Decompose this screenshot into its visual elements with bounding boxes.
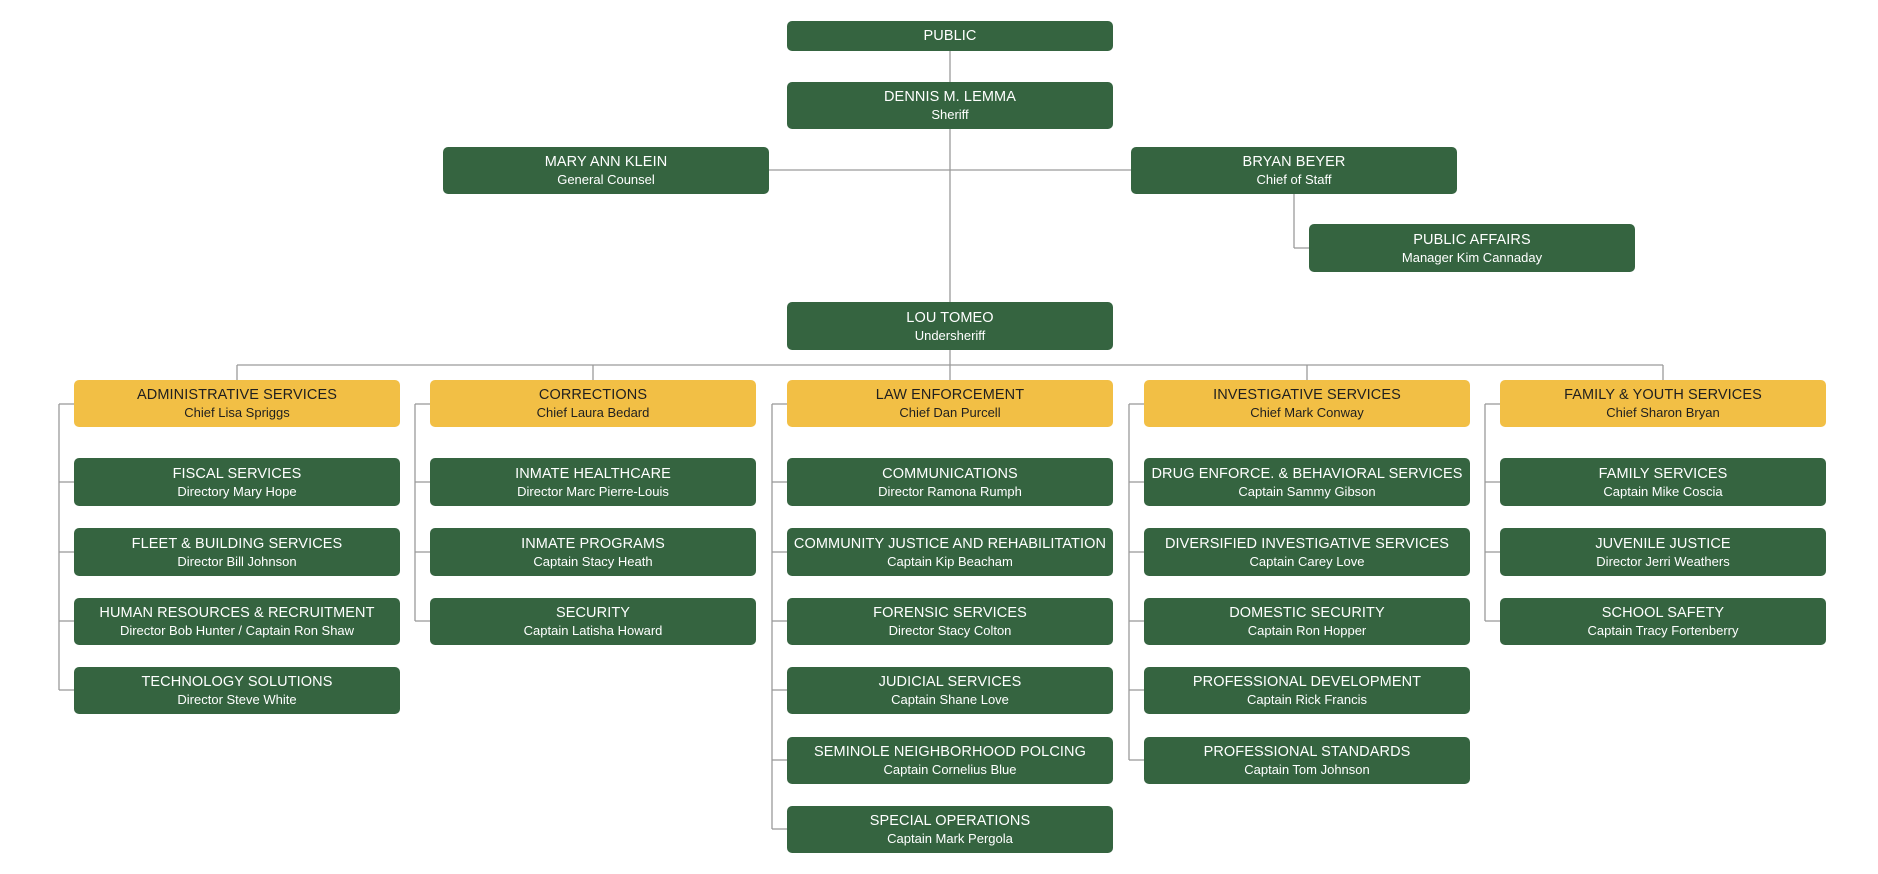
unit-box-drug-enforcement: DRUG ENFORCE. & BEHAVIORAL SERVICES Capt… [1144, 458, 1470, 506]
unit-name: INMATE HEALTHCARE [515, 465, 671, 482]
unit-box-juvenile-justice: JUVENILE JUSTICE Director Jerri Weathers [1500, 528, 1826, 576]
unit-head: Director Bob Hunter / Captain Ron Shaw [119, 623, 355, 638]
unit-head: Captain Tracy Fortenberry [1587, 623, 1739, 638]
unit-head: Captain Sammy Gibson [1238, 483, 1376, 499]
division-name: LAW ENFORCEMENT [875, 387, 1025, 403]
unit-name: DIVERSIFIED INVESTIGATIVE SERVICES [1164, 535, 1450, 552]
division-box-investigative-services: INVESTIGATIVE SERVICES Chief Mark Conway [1144, 380, 1470, 427]
unit-name: FAMILY SERVICES [1598, 465, 1728, 482]
division-chief: Chief Dan Purcell [899, 405, 1001, 420]
unit-box-professional-development: PROFESSIONAL DEVELOPMENT Captain Rick Fr… [1144, 667, 1470, 714]
unit-box-community-justice: COMMUNITY JUSTICE AND REHABILITATION Cap… [787, 528, 1113, 576]
sheriff-name: DENNIS M. LEMMA [883, 89, 1016, 105]
unit-name: JUDICIAL SERVICES [878, 674, 1022, 690]
unit-name: HUMAN RESOURCES & RECRUITMENT [99, 605, 375, 621]
unit-head: Captain Tom Johnson [1244, 762, 1370, 777]
public-affairs-box: PUBLIC AFFAIRS Manager Kim Cannaday [1309, 224, 1635, 272]
unit-head: Captain Carey Love [1249, 553, 1365, 569]
unit-name: FLEET & BUILDING SERVICES [131, 535, 343, 552]
division-name: FAMILY & YOUTH SERVICES [1564, 387, 1762, 403]
unit-head: Director Marc Pierre-Louis [517, 483, 669, 499]
unit-head: Director Bill Johnson [177, 553, 297, 569]
unit-head: Director Steve White [177, 692, 297, 707]
unit-box-diversified-investigative: DIVERSIFIED INVESTIGATIVE SERVICES Capta… [1144, 528, 1470, 576]
unit-box-school-safety: SCHOOL SAFETY Captain Tracy Fortenberry [1500, 598, 1826, 645]
unit-name: COMMUNITY JUSTICE AND REHABILITATION [793, 535, 1107, 552]
public-affairs-name: PUBLIC AFFAIRS [1413, 231, 1531, 248]
unit-box-judicial-services: JUDICIAL SERVICES Captain Shane Love [787, 667, 1113, 714]
unit-box-human-resources: HUMAN RESOURCES & RECRUITMENT Director B… [74, 598, 400, 645]
sheriff-title: Sheriff [931, 107, 969, 122]
division-chief: Chief Laura Bedard [536, 405, 650, 420]
unit-head: Director Jerri Weathers [1596, 553, 1730, 569]
division-chief: Chief Lisa Spriggs [184, 405, 290, 420]
unit-name: TECHNOLOGY SOLUTIONS [141, 674, 333, 690]
unit-name: FORENSIC SERVICES [873, 605, 1027, 621]
division-chief: Chief Sharon Bryan [1606, 405, 1720, 420]
unit-box-security: SECURITY Captain Latisha Howard [430, 598, 756, 645]
unit-head: Director Stacy Colton [888, 623, 1012, 638]
chief-of-staff-box: BRYAN BEYER Chief of Staff [1131, 147, 1457, 194]
division-box-law-enforcement: LAW ENFORCEMENT Chief Dan Purcell [787, 380, 1113, 427]
unit-head: Captain Mark Pergola [887, 831, 1013, 846]
chief-of-staff-name: BRYAN BEYER [1242, 154, 1346, 170]
general-counsel-box: MARY ANN KLEIN General Counsel [443, 147, 769, 194]
unit-head: Captain Latisha Howard [523, 623, 663, 638]
unit-name: SECURITY [555, 605, 631, 621]
unit-name: DOMESTIC SECURITY [1229, 605, 1385, 621]
unit-box-forensic-services: FORENSIC SERVICES Director Stacy Colton [787, 598, 1113, 645]
unit-head: Captain Shane Love [891, 692, 1009, 707]
unit-name: SEMINOLE NEIGHBORHOOD POLCING [814, 744, 1086, 760]
general-counsel-name: MARY ANN KLEIN [544, 154, 668, 170]
undersheriff-title: Undersheriff [914, 327, 986, 343]
division-name: INVESTIGATIVE SERVICES [1213, 387, 1401, 403]
unit-name: DRUG ENFORCE. & BEHAVIORAL SERVICES [1151, 465, 1463, 482]
unit-name: COMMUNICATIONS [882, 465, 1018, 482]
division-name: CORRECTIONS [538, 387, 648, 403]
unit-name: PROFESSIONAL STANDARDS [1203, 744, 1411, 760]
unit-name: SPECIAL OPERATIONS [869, 813, 1031, 829]
chief-of-staff-title: Chief of Staff [1256, 172, 1332, 187]
division-chief: Chief Mark Conway [1250, 405, 1364, 420]
unit-box-communications: COMMUNICATIONS Director Ramona Rumph [787, 458, 1113, 506]
general-counsel-title: General Counsel [557, 172, 655, 187]
public-affairs-manager: Manager Kim Cannaday [1401, 249, 1543, 265]
division-box-corrections: CORRECTIONS Chief Laura Bedard [430, 380, 756, 427]
undersheriff-box: LOU TOMEO Undersheriff [787, 302, 1113, 350]
sheriff-box: DENNIS M. LEMMA Sheriff [787, 82, 1113, 129]
unit-name: JUVENILE JUSTICE [1595, 535, 1731, 552]
unit-box-professional-standards: PROFESSIONAL STANDARDS Captain Tom Johns… [1144, 737, 1470, 784]
unit-head: Captain Cornelius Blue [883, 762, 1017, 777]
unit-box-domestic-security: DOMESTIC SECURITY Captain Ron Hopper [1144, 598, 1470, 645]
unit-box-seminole-neighborhood-policing: SEMINOLE NEIGHBORHOOD POLCING Captain Co… [787, 737, 1113, 784]
unit-head: Director Ramona Rumph [878, 483, 1022, 499]
unit-box-inmate-programs: INMATE PROGRAMS Captain Stacy Heath [430, 528, 756, 576]
unit-head: Captain Mike Coscia [1603, 483, 1723, 499]
division-box-administrative-services: ADMINISTRATIVE SERVICES Chief Lisa Sprig… [74, 380, 400, 427]
unit-name: SCHOOL SAFETY [1601, 605, 1725, 621]
unit-box-technology-solutions: TECHNOLOGY SOLUTIONS Director Steve Whit… [74, 667, 400, 714]
unit-box-family-services: FAMILY SERVICES Captain Mike Coscia [1500, 458, 1826, 506]
public-box: PUBLIC [787, 21, 1113, 51]
unit-box-special-operations: SPECIAL OPERATIONS Captain Mark Pergola [787, 806, 1113, 853]
unit-head: Captain Kip Beacham [887, 553, 1013, 569]
unit-name: PROFESSIONAL DEVELOPMENT [1192, 674, 1422, 690]
public-label: PUBLIC [923, 28, 977, 44]
unit-head: Captain Stacy Heath [533, 553, 653, 569]
unit-head: Captain Ron Hopper [1247, 623, 1367, 638]
division-box-family-youth-services: FAMILY & YOUTH SERVICES Chief Sharon Bry… [1500, 380, 1826, 427]
unit-box-fiscal-services: FISCAL SERVICES Directory Mary Hope [74, 458, 400, 506]
undersheriff-name: LOU TOMEO [906, 309, 994, 326]
unit-head: Captain Rick Francis [1247, 692, 1367, 707]
unit-name: FISCAL SERVICES [172, 465, 302, 482]
unit-box-inmate-healthcare: INMATE HEALTHCARE Director Marc Pierre-L… [430, 458, 756, 506]
unit-name: INMATE PROGRAMS [521, 535, 665, 552]
division-name: ADMINISTRATIVE SERVICES [137, 387, 337, 403]
unit-head: Directory Mary Hope [177, 483, 297, 499]
unit-box-fleet-building-services: FLEET & BUILDING SERVICES Director Bill … [74, 528, 400, 576]
